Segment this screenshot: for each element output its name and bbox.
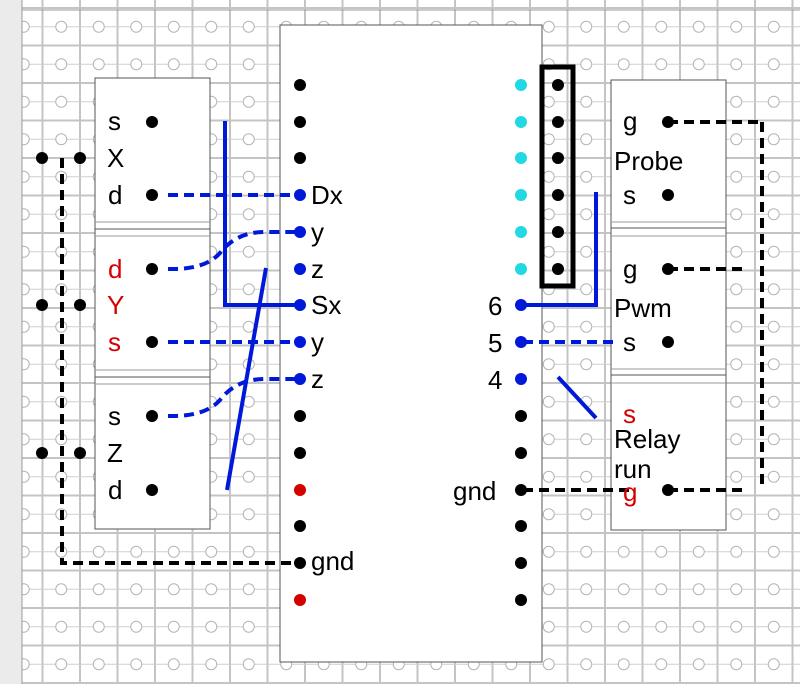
header-pins (552, 79, 564, 275)
pin-y2-label: y (311, 327, 324, 357)
x-step-wire (223, 121, 300, 307)
pin-gnd-left-label: gnd (311, 546, 354, 576)
x-module-s-label: s (108, 106, 121, 136)
pwm-name-label: Pwm (614, 293, 672, 323)
y-module-name-label: Y (107, 290, 124, 320)
pin-gnd-right-label: gnd (453, 476, 496, 506)
y-module-d-label: d (108, 254, 122, 284)
gnd-wire-left (60, 158, 300, 565)
y-dir-wire (167, 230, 300, 272)
pin-dx-label: Dx (311, 180, 343, 210)
header-connector-box (539, 64, 576, 289)
pin-5-label: 5 (488, 328, 502, 358)
pin6-wire (523, 192, 598, 307)
board-outline (279, 24, 543, 663)
relay-name-label-1: Relay (614, 424, 680, 454)
board-right-pins (515, 79, 527, 606)
pin-4-label: 4 (488, 365, 502, 395)
probe-g-label: g (623, 106, 637, 136)
left-edge-pins (36, 152, 86, 459)
z-dir-wire (225, 267, 268, 491)
pin-z2-label: z (311, 364, 324, 394)
pwm-s-label: s (623, 327, 636, 357)
signal-wires (167, 121, 618, 491)
z-step-wire (167, 377, 300, 419)
z-module-s-label: s (108, 401, 121, 431)
probe-s-label: s (623, 180, 636, 210)
pin-z1-label: z (311, 254, 324, 284)
pin-sx-label: Sx (311, 290, 341, 320)
relay-s-label: s (623, 399, 636, 429)
y-module-s-label: s (108, 327, 121, 357)
left-gutter (0, 0, 22, 684)
z-module-outline (94, 376, 211, 530)
z-module-name-label: Z (107, 438, 123, 468)
relay-g-label: g (623, 477, 637, 507)
module-pins (146, 116, 674, 496)
pin4-wire (556, 375, 598, 420)
z-module-d-label: d (108, 475, 122, 505)
relay-name-label-2: run (614, 454, 652, 484)
board-left-pins (294, 79, 306, 606)
pin-y1-label: y (311, 217, 324, 247)
ground-wires (60, 120, 764, 565)
pin-6-label: 6 (488, 291, 502, 321)
pwm-module-outline (610, 227, 727, 376)
probe-module-outline (610, 79, 727, 229)
y-module-outline (94, 228, 211, 378)
relay-module-outline (610, 374, 727, 531)
pwm-g-label: g (623, 254, 637, 284)
probe-name-label: Probe (614, 146, 683, 176)
x-module-d-label: d (108, 180, 122, 210)
x-module-name-label: X (107, 143, 124, 173)
module-strip-lines (95, 221, 726, 385)
